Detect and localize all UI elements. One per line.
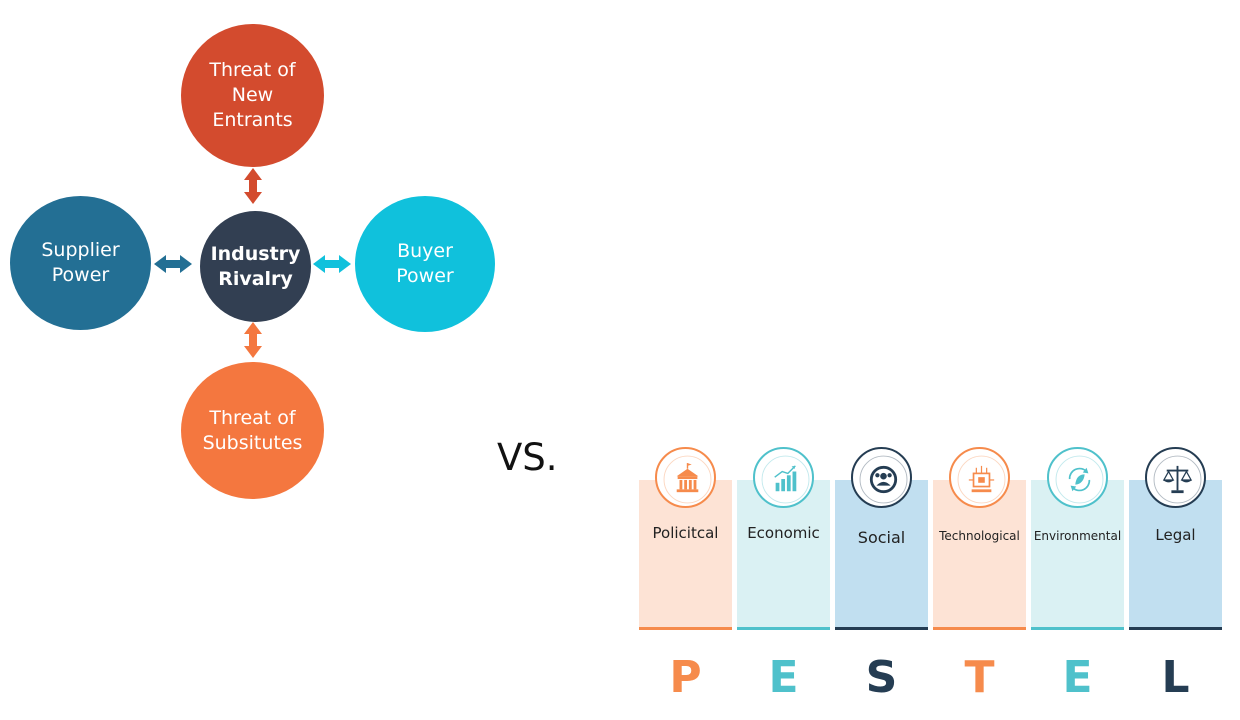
buyer-power-circle: Buyer Power (355, 196, 495, 332)
pestel-baseline-1 (737, 627, 830, 630)
circuit-chip-icon (949, 447, 1010, 508)
pestel-baseline-2 (835, 627, 928, 630)
growth-chart-icon (753, 447, 814, 508)
pestel-letter-3: T (964, 652, 995, 703)
arrow-right (313, 255, 351, 273)
industry-rivalry-label: Industry Rivalry (210, 242, 301, 290)
supplier-power-label: Supplier Power (41, 239, 120, 286)
supplier-power-circle: Supplier Power (10, 196, 151, 330)
pestel-baseline-0 (639, 627, 732, 630)
scales-icon (1145, 447, 1206, 508)
pestel-letter-2: S (865, 652, 898, 703)
pestel-baseline-5 (1129, 627, 1222, 630)
threat-new-entrants-label: Threat of New Entrants (209, 59, 296, 131)
pestel-label-1: Economic (747, 524, 820, 542)
porter-arrows (154, 168, 351, 358)
pestel-label-5: Legal (1155, 526, 1196, 544)
pestel-letter-0: P (669, 652, 702, 703)
buyer-power-label: Buyer Power (396, 240, 454, 287)
arrow-bottom (244, 322, 262, 358)
vs-label: VS. (497, 436, 558, 479)
arrow-top (244, 168, 262, 204)
threat-substitutes-label: Threat of Subsitutes (202, 406, 303, 454)
threat-new-entrants-circle: Threat of New Entrants (181, 24, 324, 167)
people-group-icon (851, 447, 912, 508)
pestel-letter-1: E (768, 652, 799, 703)
pestel-label-0: Policitcal (652, 524, 719, 542)
pestel-label-2: Social (857, 528, 906, 547)
threat-substitutes-circle: Threat of Subsitutes (181, 362, 324, 499)
pestel-label-4: Environmental (1033, 529, 1122, 543)
pestel-label-3: Technological (939, 529, 1020, 543)
pestel-letter-5: L (1161, 652, 1190, 703)
pestel-baseline-3 (933, 627, 1026, 630)
arrow-left (154, 255, 192, 273)
pestel-baseline-4 (1031, 627, 1124, 630)
industry-rivalry-circle: Industry Rivalry (200, 211, 311, 322)
government-building-icon (655, 447, 716, 508)
recycle-leaf-icon (1047, 447, 1108, 508)
pestel-letter-4: E (1062, 652, 1093, 703)
